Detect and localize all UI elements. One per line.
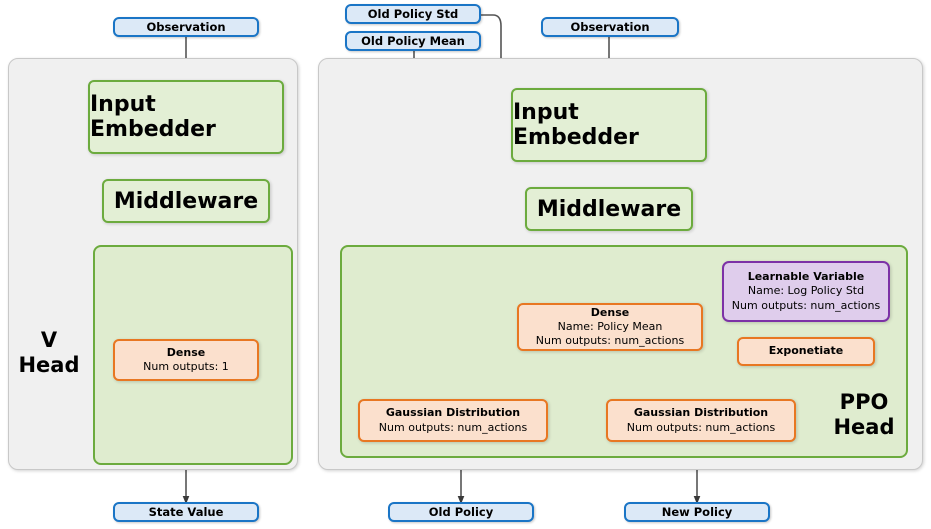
ppo-head-learnable-variable-num-outputs: Num outputs: num_actions bbox=[731, 298, 881, 312]
ppo-head-output-new-policy[interactable]: New Policy bbox=[624, 502, 770, 522]
ppo-head-dense-block[interactable]: Dense Name: Policy Mean Num outputs: num… bbox=[517, 303, 703, 351]
v-head-dense-block[interactable]: Dense Num outputs: 1 bbox=[113, 339, 259, 381]
v-head-input-observation[interactable]: Observation bbox=[113, 17, 259, 37]
ppo-head-gaussian-distribution-old-block[interactable]: Gaussian Distribution Num outputs: num_a… bbox=[358, 399, 548, 442]
ppo-head-output-old-policy[interactable]: Old Policy bbox=[388, 502, 534, 522]
ppo-head-label: PPO Head bbox=[833, 390, 895, 439]
ppo-head-exponetiate-title: Exponetiate bbox=[768, 344, 844, 358]
ppo-head-middleware-block[interactable]: Middleware bbox=[525, 187, 693, 231]
ppo-head-exponetiate-block[interactable]: Exponetiate bbox=[737, 337, 875, 366]
ppo-head-learnable-variable-title: Learnable Variable bbox=[747, 269, 865, 283]
ppo-head-output-new-policy-label: New Policy bbox=[661, 505, 733, 519]
v-head-output-state-value[interactable]: State Value bbox=[113, 502, 259, 522]
ppo-head-input-old-policy-mean[interactable]: Old Policy Mean bbox=[345, 31, 481, 51]
ppo-head-gaussian-distribution-new-block[interactable]: Gaussian Distribution Num outputs: num_a… bbox=[606, 399, 796, 442]
ppo-head-input-old-policy-std-label: Old Policy Std bbox=[367, 7, 459, 21]
ppo-head-output-old-policy-label: Old Policy bbox=[428, 505, 494, 519]
ppo-head-gaussian-new-num-outputs: Num outputs: num_actions bbox=[626, 420, 776, 434]
v-head-dense-title: Dense bbox=[166, 345, 206, 359]
ppo-head-dense-title: Dense bbox=[590, 305, 630, 319]
ppo-head-gaussian-old-title: Gaussian Distribution bbox=[385, 406, 521, 420]
v-head-output-state-value-label: State Value bbox=[148, 505, 224, 519]
ppo-head-input-embedder-label: Input Embedder bbox=[513, 100, 639, 150]
ppo-head-dense-name: Name: Policy Mean bbox=[557, 319, 663, 333]
ppo-head-gaussian-old-num-outputs: Num outputs: num_actions bbox=[378, 420, 528, 434]
v-head-input-embedder-block[interactable]: Input Embedder bbox=[88, 80, 284, 154]
ppo-head-middleware-label: Middleware bbox=[536, 196, 682, 222]
v-head-label: V Head bbox=[18, 328, 80, 377]
ppo-head-gaussian-new-title: Gaussian Distribution bbox=[633, 406, 769, 420]
ppo-head-dense-num-outputs: Num outputs: num_actions bbox=[535, 334, 685, 348]
ppo-head-input-observation-label: Observation bbox=[570, 20, 650, 34]
v-head-input-observation-label: Observation bbox=[146, 20, 226, 34]
v-head-input-embedder-label: Input Embedder bbox=[90, 92, 216, 142]
ppo-head-learnable-variable-block[interactable]: Learnable Variable Name: Log Policy Std … bbox=[722, 261, 890, 322]
v-head-dense-num-outputs: Num outputs: 1 bbox=[143, 360, 229, 373]
ppo-head-input-old-policy-std[interactable]: Old Policy Std bbox=[345, 4, 481, 24]
v-head-middleware-block[interactable]: Middleware bbox=[102, 179, 270, 223]
ppo-head-input-observation[interactable]: Observation bbox=[541, 17, 679, 37]
ppo-head-learnable-variable-name: Name: Log Policy Std bbox=[747, 284, 865, 298]
ppo-head-input-embedder-block[interactable]: Input Embedder bbox=[511, 88, 707, 162]
ppo-head-input-old-policy-mean-label: Old Policy Mean bbox=[361, 34, 465, 48]
v-head-middleware-label: Middleware bbox=[113, 188, 259, 214]
